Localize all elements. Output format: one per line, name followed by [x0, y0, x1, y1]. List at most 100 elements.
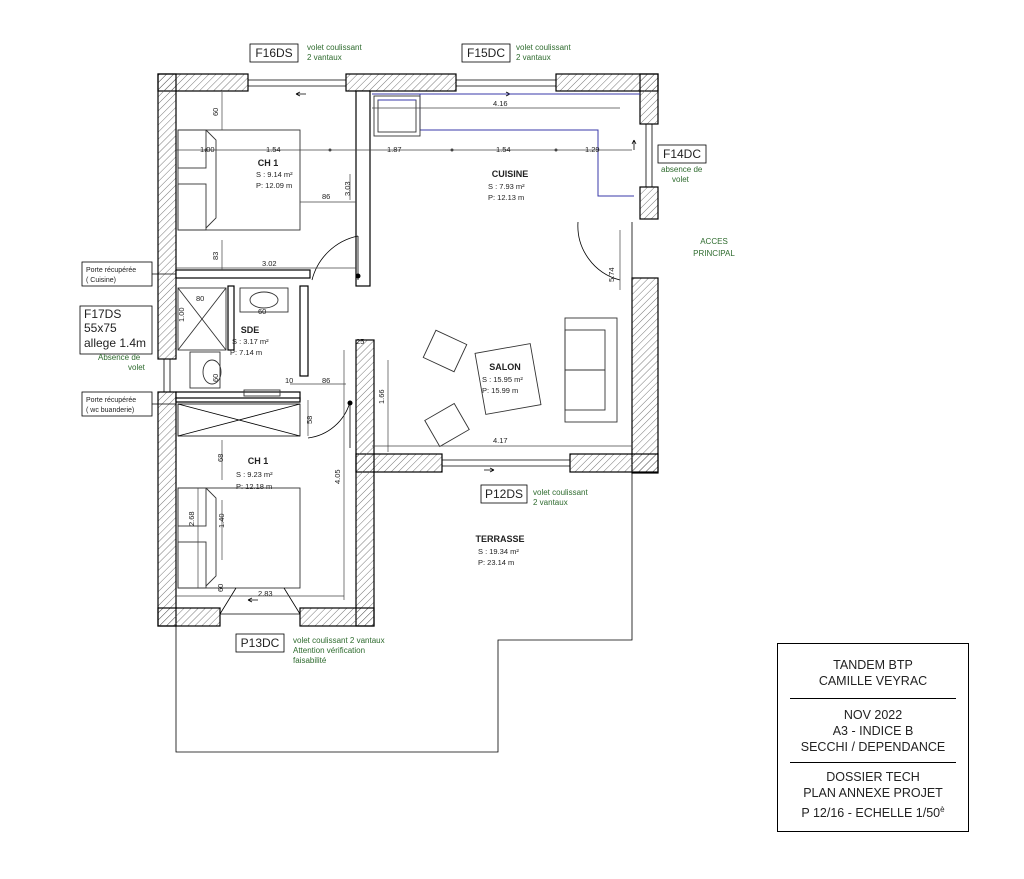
title-block-page-row: P 12/16 - ECHELLE 1/50è — [778, 802, 968, 821]
room-cuisine-surface: S : 7.93 m² — [488, 182, 525, 191]
room-ch1-bottom-perimeter: P: 12.18 m — [236, 482, 272, 491]
dim-303: 3.03 — [343, 181, 352, 196]
room-cuisine-name: CUISINE — [492, 169, 529, 179]
f17-note2: volet — [128, 363, 146, 372]
dim-25: 25 — [356, 337, 364, 346]
dim-154b: 1.54 — [496, 145, 511, 154]
dim-140: 1.40 — [217, 513, 226, 528]
opening-labels: F16DS volet coulissant 2 vantaux F15DC v… — [79, 43, 707, 665]
interior-partitions — [175, 90, 371, 403]
room-terrasse-surface: S : 19.34 m² — [478, 547, 519, 556]
terrace-outline — [175, 472, 633, 753]
dim-60c: 60 — [211, 374, 220, 382]
title-block-format: A3 - INDICE B — [832, 724, 914, 738]
dim-154a: 1.54 — [266, 145, 281, 154]
access-line1: ACCES — [700, 237, 728, 246]
room-terrasse-perimeter: P: 23.14 m — [478, 558, 514, 567]
door-cuisine-line2: ( Cuisine) — [86, 277, 116, 284]
bed-bottom — [177, 487, 301, 589]
door-labels: Porte récupérée ( Cuisine) Porte récupér… — [81, 261, 176, 417]
door-cuisine-line1: Porte récupérée — [86, 267, 136, 274]
dim-574: 5.74 — [607, 267, 616, 282]
dim-86a: 86 — [322, 192, 330, 201]
room-sde-perimeter: P: 7.14 m — [230, 348, 262, 357]
door-swings — [219, 221, 633, 615]
dim-86b: 86 — [322, 376, 330, 385]
room-ch1-top-perimeter: P: 12.09 m — [256, 181, 292, 190]
dim-166: 1.66 — [377, 389, 386, 404]
room-ch1-bottom-surface: S : 9.23 m² — [236, 470, 273, 479]
bathroom-fixtures — [177, 287, 289, 397]
door-buanderie-line2: ( wc buanderie) — [86, 407, 134, 414]
dim-68: 68 — [216, 454, 225, 462]
dim-405: 4.05 — [333, 469, 342, 484]
room-sde-name: SDE — [241, 325, 260, 335]
room-ch1-bottom-name: CH 1 — [248, 456, 269, 466]
room-terrasse-name: TERRASSE — [475, 534, 524, 544]
room-salon-surface: S : 15.95 m² — [482, 375, 523, 384]
dim-416: 4.16 — [493, 99, 508, 108]
dim-60d: 60 — [216, 584, 225, 592]
bed-top — [177, 129, 301, 231]
f15-code: F15DC — [467, 46, 505, 60]
title-block-project: SECCHI / DEPENDANCE — [800, 740, 946, 754]
f14-code: F14DC — [663, 147, 701, 161]
dim-268: 2.68 — [187, 511, 196, 526]
dim-80: 80 — [196, 294, 204, 303]
salon-furniture — [422, 317, 618, 448]
f17-code: F17DS — [84, 307, 121, 321]
kitchen-counter — [372, 93, 640, 197]
room-sde-surface: S : 3.17 m² — [232, 337, 269, 346]
f17-note1: Absence de — [98, 353, 141, 362]
title-block-client: CAMILLE VEYRAC — [818, 674, 928, 688]
room-cuisine-perimeter: P: 12.13 m — [488, 193, 524, 202]
dim-60a: 60 — [211, 108, 220, 116]
room-salon-name: SALON — [489, 362, 521, 372]
f16-note2: 2 vantaux — [307, 53, 342, 62]
p12-code: P12DS — [485, 487, 523, 501]
dim-10: 10 — [285, 376, 293, 385]
room-labels: CH 1 S : 9.14 m² P: 12.09 m CUISINE S : … — [230, 158, 528, 567]
exterior-walls — [157, 73, 659, 627]
title-block-divider-1 — [790, 698, 956, 699]
title-block-dossier: DOSSIER TECH — [826, 770, 920, 784]
f15-note2: 2 vantaux — [516, 53, 551, 62]
p12-note1: volet coulissant — [533, 488, 588, 497]
room-salon-perimeter: P: 15.99 m — [482, 386, 518, 395]
wardrobe-strip — [177, 403, 301, 437]
dimension-lines — [176, 92, 632, 600]
p13-code: P13DC — [241, 636, 280, 650]
dim-100: 1.00 — [200, 145, 215, 154]
f17-size: 55x75 — [84, 321, 117, 335]
title-block-plan: PLAN ANNEXE PROJET — [803, 786, 943, 800]
f16-note1: volet coulissant — [307, 43, 362, 52]
access-line2: PRINCIPAL — [693, 249, 735, 258]
dimension-labels: 4.16 1.00 1.54 1.87 1.54 1.29 60 86 3.03… — [177, 99, 616, 598]
p13-note1: volet coulissant 2 vantaux — [293, 636, 385, 645]
f14-note1: absence de — [661, 165, 703, 174]
access-label: ACCES PRINCIPAL — [693, 237, 735, 258]
f17-allege: allege 1.4m — [84, 336, 146, 350]
dim-302: 3.02 — [262, 259, 277, 268]
dim-283: 2.83 — [258, 589, 273, 598]
room-ch1-top-name: CH 1 — [258, 158, 279, 168]
dim-60b: 60 — [258, 307, 266, 316]
f15-note1: volet coulissant — [516, 43, 571, 52]
dim-83: 83 — [211, 252, 220, 260]
title-block-divider-2 — [790, 762, 956, 763]
f16-code: F16DS — [255, 46, 292, 60]
door-buanderie-line1: Porte récupérée — [86, 397, 136, 404]
title-block-page: P 12/16 - ECHELLE 1/50 — [801, 806, 941, 821]
title-block-company: TANDEM BTP — [833, 658, 913, 672]
p13-note2: Attention vérification — [293, 646, 365, 655]
dim-417: 4.17 — [493, 436, 508, 445]
title-block-date: NOV 2022 — [843, 708, 903, 722]
p13-note3: faisabilité — [293, 656, 327, 665]
dim-58: 58 — [305, 416, 314, 424]
dim-187: 1.87 — [387, 145, 402, 154]
windows — [158, 79, 653, 615]
f14-note2: volet — [672, 175, 690, 184]
dim-129: 1.29 — [585, 145, 600, 154]
